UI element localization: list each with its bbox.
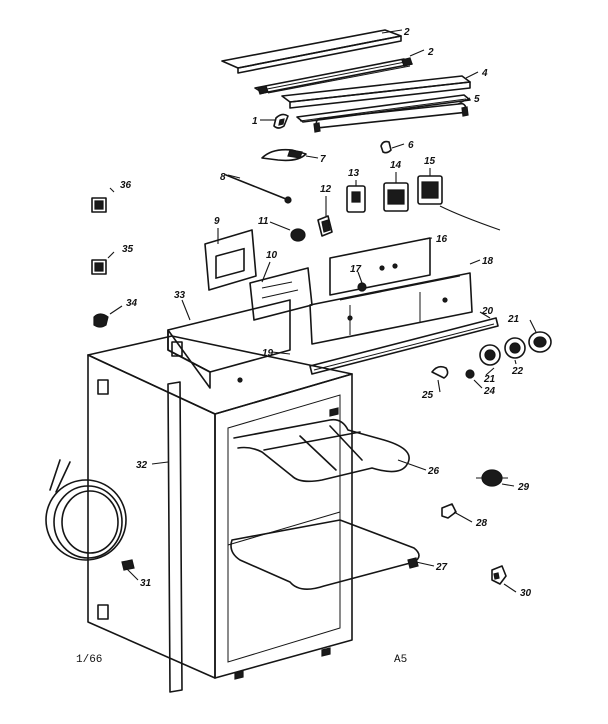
bracket-28	[441, 503, 457, 519]
callout-21b: 21	[483, 374, 496, 385]
callout-35: 35	[122, 244, 134, 255]
side-trim-32	[167, 381, 183, 693]
callout-34: 34	[126, 298, 138, 309]
callout-9: 9	[214, 216, 220, 227]
callout-6: 6	[408, 140, 414, 151]
oven-control-knob-11	[290, 228, 306, 242]
lamp-clip	[273, 113, 289, 129]
callout-16: 16	[436, 234, 448, 245]
callout-1: 1	[252, 116, 258, 127]
knob-22	[504, 337, 526, 359]
latch-30	[491, 565, 507, 585]
footer-date-code: 1/66	[76, 654, 102, 666]
callout-labels: 2 2 4 5 1 6 7 13 14 15 8 12 9 11 16 17 1…	[120, 27, 532, 599]
lamp-tube	[313, 102, 469, 133]
timer-switch-13	[346, 185, 366, 213]
control-housing-33	[167, 299, 291, 389]
selector-switch-15	[417, 175, 501, 231]
callout-4: 4	[481, 68, 488, 79]
infinite-switch-14	[383, 182, 409, 212]
callout-31: 31	[140, 578, 152, 589]
callout-12: 12	[320, 184, 332, 195]
callout-25: 25	[421, 390, 434, 401]
part-35	[91, 259, 107, 275]
callout-2b: 2	[427, 47, 434, 58]
callout-36: 36	[120, 180, 132, 191]
top-trim-strip	[221, 29, 402, 74]
callout-18: 18	[482, 256, 494, 267]
callout-17: 17	[350, 264, 362, 275]
power-cord-31	[45, 459, 135, 571]
callout-10a: 10	[266, 250, 278, 261]
callout-5: 5	[474, 94, 480, 105]
leader-lines	[107, 29, 537, 593]
part-36	[91, 197, 107, 213]
callout-7: 7	[320, 154, 326, 165]
mounting-bracket-12	[317, 215, 333, 237]
callout-15: 15	[424, 156, 436, 167]
callout-33: 33	[174, 290, 186, 301]
control-panel-18	[309, 272, 473, 345]
footer-page-code: A5	[394, 654, 407, 666]
callout-26: 26	[427, 466, 440, 477]
trim-bracket-strip	[254, 57, 413, 95]
sensor-bulb	[225, 174, 292, 204]
callout-13: 13	[348, 168, 360, 179]
callout-29: 29	[517, 482, 530, 493]
oven-cabinet	[87, 335, 353, 680]
control-panel-16	[329, 237, 431, 296]
knob-25	[431, 365, 449, 379]
callout-24: 24	[483, 386, 496, 397]
knob-21-right	[528, 331, 552, 353]
callout-22: 22	[511, 366, 524, 377]
bracket-panel-9	[204, 229, 257, 291]
part-34	[93, 313, 109, 328]
callout-14: 14	[390, 160, 402, 171]
callout-2a: 2	[403, 27, 410, 38]
callout-20a: 20	[481, 306, 494, 317]
manifold-trim-20	[309, 317, 499, 375]
callout-11: 11	[258, 216, 269, 227]
callout-32: 32	[136, 460, 148, 471]
callout-27: 27	[435, 562, 448, 573]
knob-21-left	[479, 344, 501, 366]
callout-21a: 21	[507, 314, 520, 325]
backguard-trim	[281, 75, 471, 109]
bake-element-27	[230, 519, 420, 590]
callout-8: 8	[220, 172, 226, 183]
thermostat-29	[476, 469, 508, 487]
lamp-holder-wire	[261, 148, 307, 162]
callout-19: 19	[262, 348, 274, 359]
clip-part-6	[380, 140, 392, 154]
clock-panel-10	[249, 267, 313, 321]
callout-30: 30	[520, 588, 532, 599]
knob-24	[465, 369, 475, 379]
callout-28: 28	[475, 518, 488, 529]
broil-element-26	[233, 418, 410, 483]
